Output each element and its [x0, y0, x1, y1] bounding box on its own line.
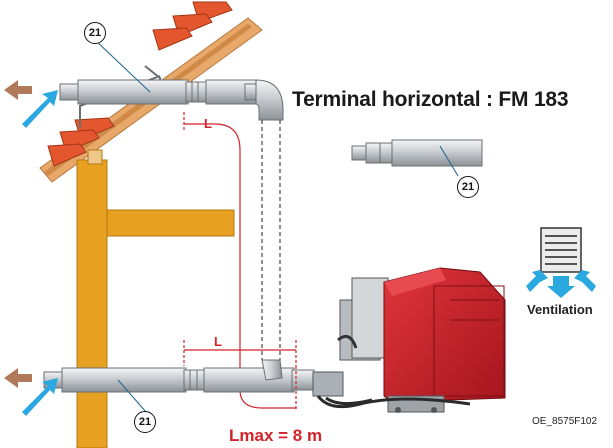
reference-code: OE_8575F102: [532, 416, 598, 427]
length-marker-lower: L: [214, 334, 222, 349]
exhaust-arrow-icon: [4, 368, 32, 388]
burner-unit: [312, 267, 506, 413]
terminal-fm183: [351, 139, 483, 177]
ventilation-grille-icon: [540, 227, 582, 273]
roof-tiles: [47, 1, 233, 167]
dimension-lower: [183, 340, 297, 410]
part-number-badge: 21: [84, 22, 106, 44]
lmax-label: Lmax = 8 m: [229, 426, 323, 445]
timber-beam: [106, 209, 235, 237]
lower-elbow: [261, 359, 283, 381]
ventilation-label: Ventilation: [527, 302, 593, 317]
terminal-title: Terminal horizontal : FM 183: [292, 88, 569, 111]
gas-connector: [337, 334, 358, 349]
length-marker-upper: L: [204, 116, 212, 131]
supply-hoses: [316, 395, 471, 409]
exhaust-arrow-icon: [4, 80, 32, 100]
timber-post-top: [87, 149, 103, 165]
part-leader-lines: [94, 39, 151, 413]
airflow-arrow-icon: [526, 270, 596, 298]
timber-post: [76, 159, 108, 448]
part-number-badge: 21: [134, 411, 156, 433]
upper-terminal-pipe: [59, 79, 258, 105]
part-number-badge: 21: [457, 176, 479, 198]
air-intake-arrow-icon: [22, 378, 58, 416]
flue-elbow: [255, 79, 284, 121]
air-intake-arrow-icon: [22, 90, 58, 128]
vertical-flue-dashed: [261, 120, 281, 360]
